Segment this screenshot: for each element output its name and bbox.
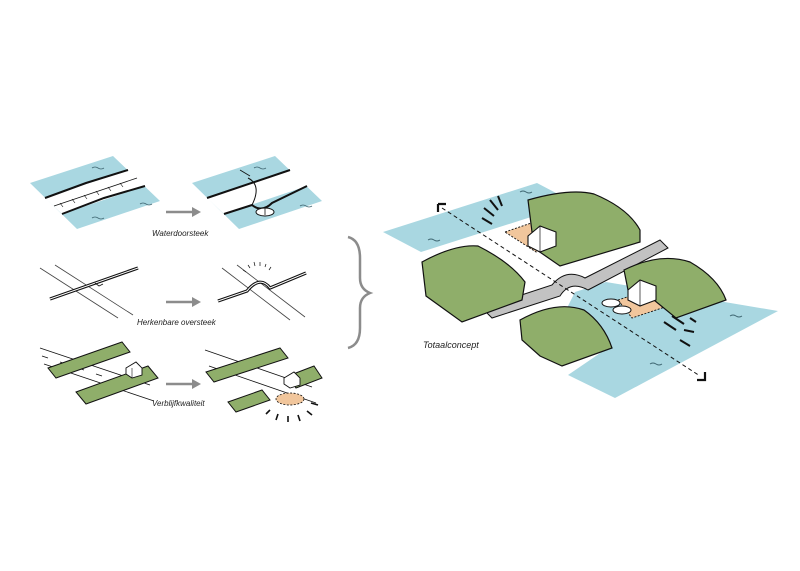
curly-brace-icon: [347, 235, 374, 350]
step2-before-sketch: [39, 264, 139, 319]
caption-waterdoorsteek: Waterdoorsteek: [152, 229, 209, 238]
caption-verblijfkwaliteit: Verblijfkwaliteit: [152, 399, 205, 408]
house-icon: [125, 361, 143, 379]
right-arrow-icon: [166, 379, 201, 389]
sunburst-icon: [265, 402, 319, 422]
hedge-block: [519, 306, 613, 367]
arrow-head-bottom: [697, 372, 707, 382]
boat-icon: [255, 207, 275, 217]
sunburst-icon: [663, 315, 697, 347]
house-icon: [527, 225, 557, 253]
right-arrow-icon: [166, 297, 201, 307]
step3-after-sketch: [204, 347, 323, 422]
hedge-block: [623, 257, 727, 319]
caption-totaalconcept: Totaalconcept: [423, 340, 479, 350]
hedge-block: [227, 389, 271, 413]
road-band: [207, 170, 307, 214]
caption-herkenbare-oversteek: Herkenbare oversteek: [137, 318, 217, 327]
main-canal: [383, 183, 575, 252]
right-arrow-icon: [166, 207, 201, 217]
hedge-block: [47, 341, 131, 379]
total-concept-map: [383, 183, 778, 398]
arrow-head-top: [436, 202, 446, 212]
step1-before-sketch: [30, 156, 160, 229]
house-icon: [283, 371, 301, 389]
hedge-block: [421, 245, 526, 323]
step3-before-sketch: [39, 341, 159, 405]
sunburst-icon: [481, 195, 503, 225]
boat-icon: [601, 298, 632, 315]
terrace-zone: [275, 392, 305, 406]
hedge-block: [527, 191, 641, 267]
step1-after-sketch: [192, 156, 322, 229]
dashed-arrow-icon: [441, 207, 701, 377]
footpath: [481, 239, 669, 319]
step2-after-sketch: [217, 261, 307, 321]
house-icon: [627, 279, 657, 307]
hedge-block: [205, 347, 289, 383]
sunburst-icon: [242, 261, 272, 273]
